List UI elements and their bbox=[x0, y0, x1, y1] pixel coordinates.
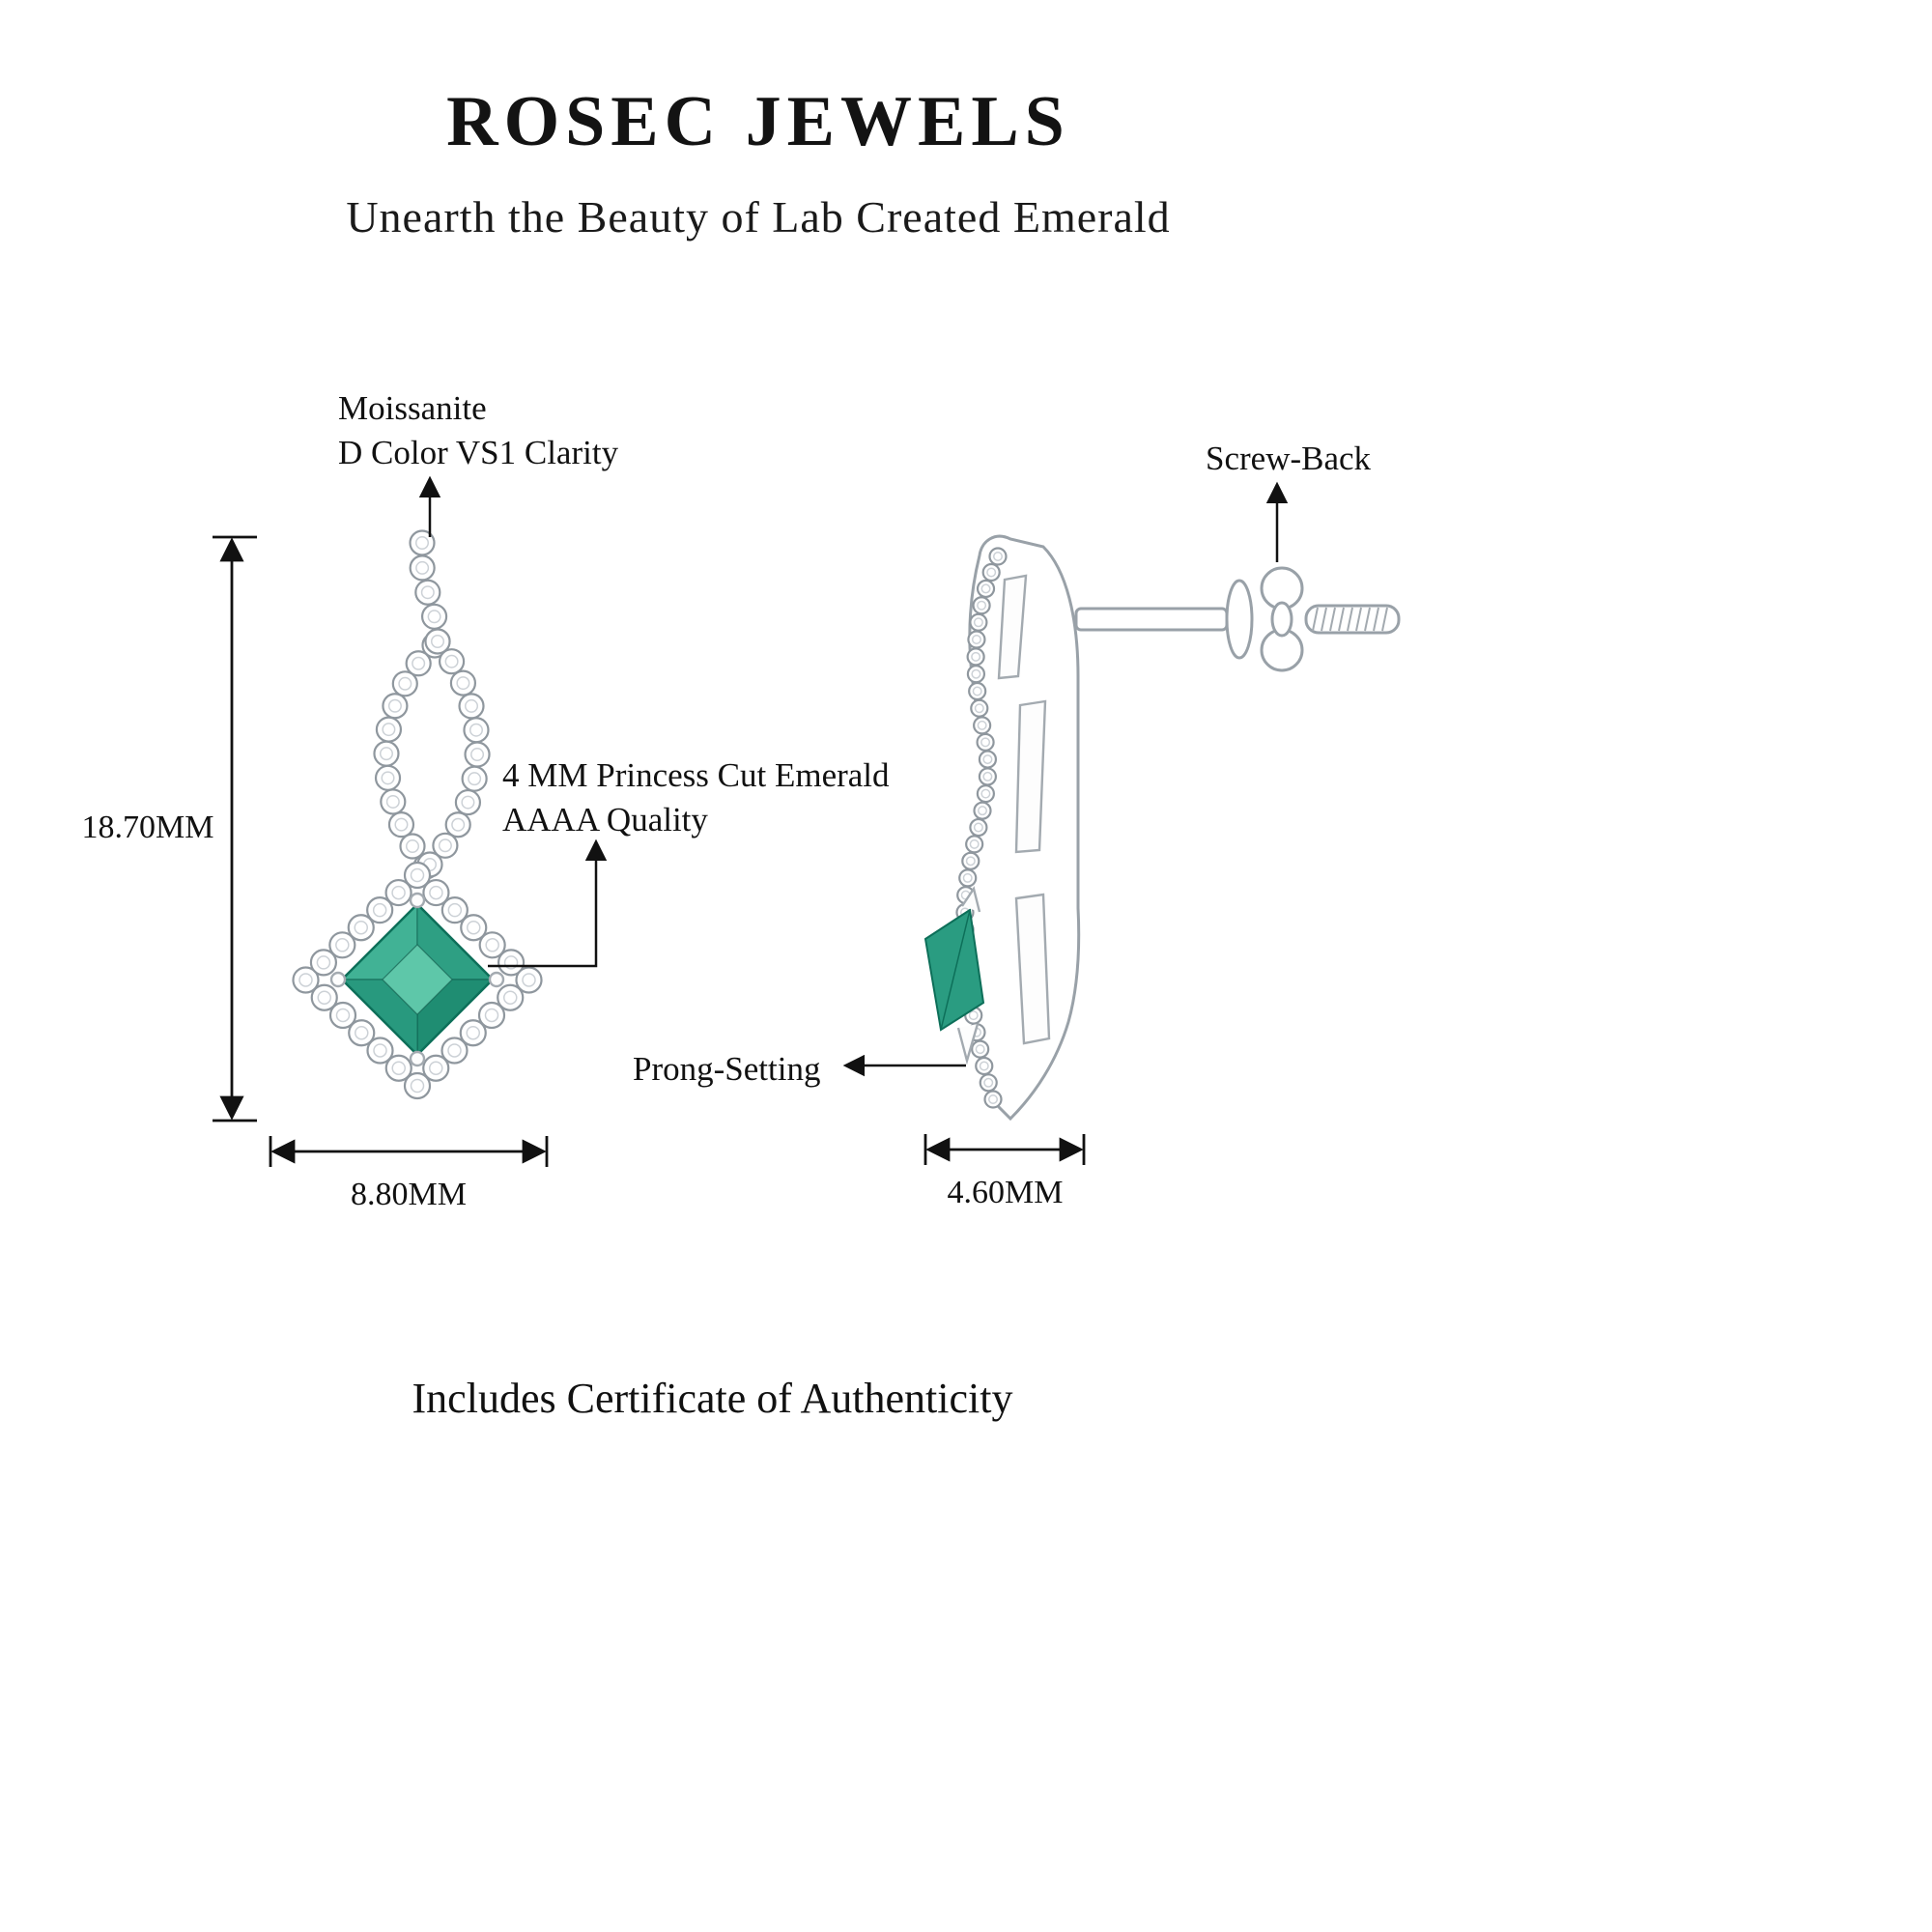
side-earring-illustration bbox=[962, 534, 1401, 1122]
callout-arrows bbox=[418, 475, 1289, 1077]
brand-subtitle: Unearth the Beauty of Lab Created Emeral… bbox=[346, 192, 1171, 242]
width-dimension-label: 8.80MM bbox=[351, 1177, 467, 1212]
certificate-note: Includes Certificate of Authenticity bbox=[412, 1375, 1013, 1422]
moissanite-annotation: Moissanite D Color VS1 Clarity bbox=[338, 386, 618, 474]
center-stone-annotation-line2: AAAA Quality bbox=[502, 800, 708, 838]
moissanite-annotation-line2: D Color VS1 Clarity bbox=[338, 433, 619, 471]
depth-dimension-label: 4.60MM bbox=[947, 1175, 1064, 1210]
side-cutout-slot bbox=[1014, 893, 1051, 1045]
screw-back-annotation: Screw-Back bbox=[1206, 440, 1372, 477]
prong-claws bbox=[329, 892, 505, 1067]
prong-claw-bottom bbox=[956, 1023, 980, 1065]
threaded-post bbox=[1304, 604, 1401, 635]
emerald-side-profile bbox=[923, 886, 985, 1065]
center-stone-callout-arrow bbox=[488, 838, 608, 968]
emerald-side-stone bbox=[923, 908, 985, 1032]
center-stone-annotation: 4 MM Princess Cut Emerald AAAA Quality bbox=[502, 753, 890, 841]
screw-back-assembly bbox=[1074, 566, 1401, 672]
ear-post bbox=[1074, 607, 1229, 632]
depth-dimension-line bbox=[923, 1134, 1086, 1165]
height-dimension-line bbox=[213, 535, 257, 1122]
center-stone-annotation-line1: 4 MM Princess Cut Emerald bbox=[502, 756, 890, 794]
emerald-front-stone bbox=[329, 892, 505, 1067]
prong-setting-annotation: Prong-Setting bbox=[633, 1050, 821, 1088]
side-cutout-slot bbox=[1014, 699, 1047, 854]
brand-title: ROSEC JEWELS bbox=[446, 82, 1070, 161]
prong-claw-top bbox=[961, 886, 981, 913]
width-dimension-line bbox=[269, 1136, 549, 1167]
side-cutout-slot bbox=[997, 574, 1028, 680]
moissanite-annotation-line1: Moissanite bbox=[338, 389, 487, 427]
height-dimension-label: 18.70MM bbox=[81, 810, 214, 845]
dimension-lines bbox=[213, 535, 1086, 1167]
butterfly-clutch bbox=[1260, 566, 1304, 672]
back-disc-pad bbox=[1225, 579, 1254, 660]
diamond-pave-beads bbox=[292, 529, 1008, 1109]
